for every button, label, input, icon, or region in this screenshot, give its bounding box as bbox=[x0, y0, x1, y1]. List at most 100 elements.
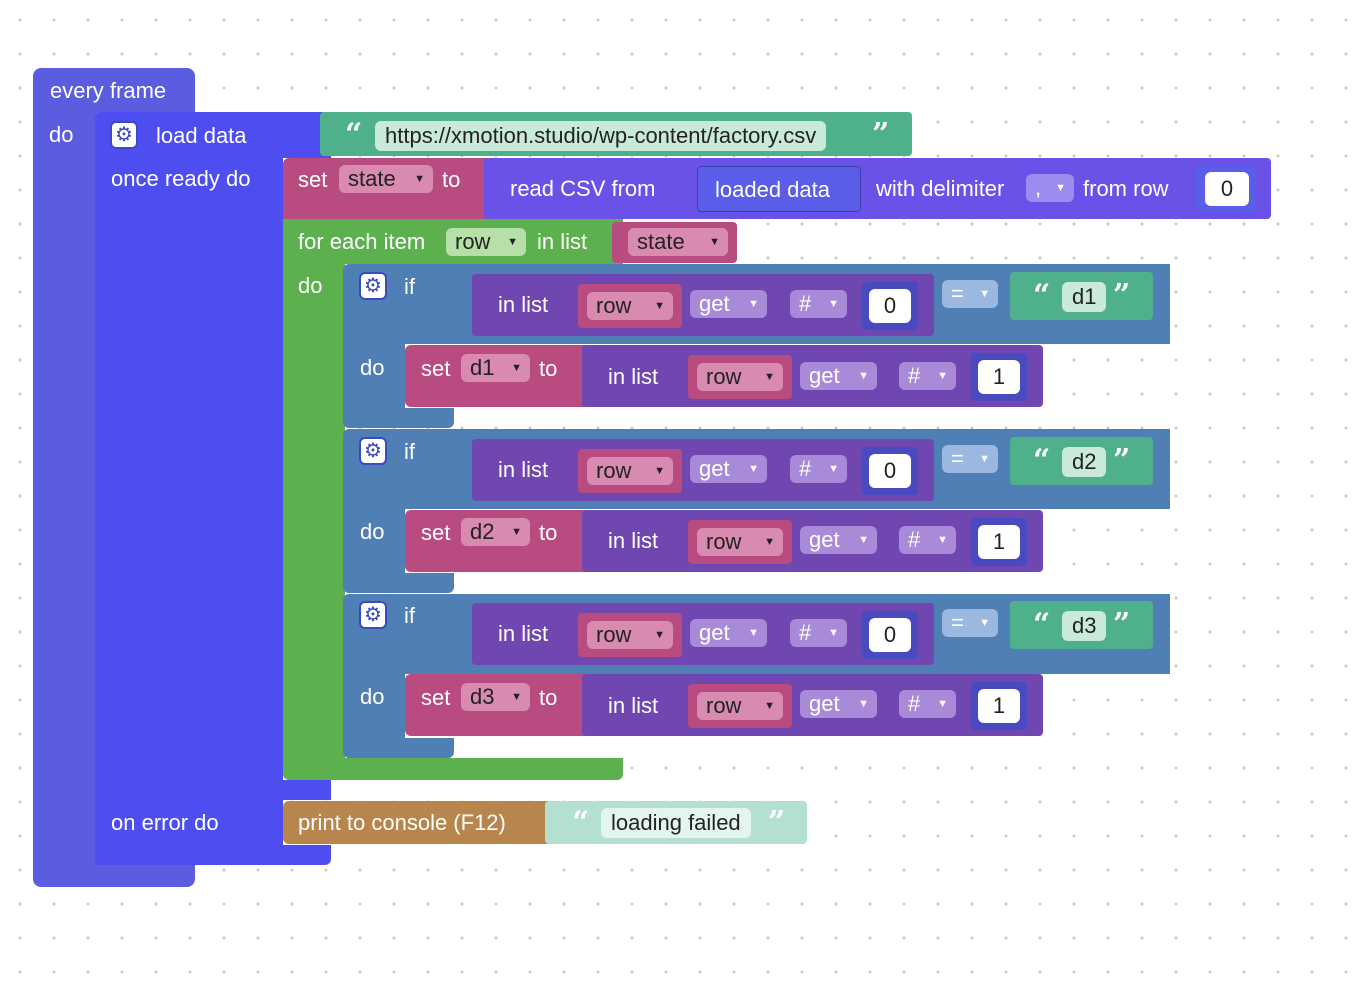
set-label: set bbox=[421, 685, 451, 710]
value-in-list-label: in list bbox=[608, 364, 659, 389]
chevron-down-icon: ▼ bbox=[764, 700, 775, 712]
in-list-label: in list bbox=[498, 621, 549, 646]
compare-text-field[interactable]: d1 bbox=[1062, 282, 1107, 312]
index-type-value: # bbox=[799, 291, 812, 316]
index-type-dropdown[interactable]: #▼ bbox=[790, 455, 847, 483]
row-getter-value: row bbox=[596, 293, 632, 318]
value-index-input[interactable]: 1 bbox=[978, 360, 1020, 394]
loop-variable-dropdown[interactable]: row ▼ bbox=[446, 228, 526, 256]
value-get-mode-dropdown[interactable]: get▼ bbox=[800, 362, 877, 390]
index-type-dropdown[interactable]: #▼ bbox=[790, 290, 847, 318]
value-index-input[interactable]: 1 bbox=[978, 689, 1020, 723]
index-type-value: # bbox=[799, 456, 812, 481]
if-label: if bbox=[404, 603, 415, 628]
read-csv-block[interactable] bbox=[484, 158, 1271, 219]
value-get-mode-value: get bbox=[809, 363, 840, 388]
value-index-type-dropdown[interactable]: #▼ bbox=[899, 362, 956, 390]
value-row-getter-value: row bbox=[706, 529, 742, 554]
every-frame-footer bbox=[33, 865, 195, 887]
chevron-down-icon: ▼ bbox=[858, 698, 869, 710]
state-getter-dropdown[interactable]: state ▼ bbox=[628, 228, 728, 256]
index-type-dropdown[interactable]: #▼ bbox=[790, 619, 847, 647]
every-frame-do-label: do bbox=[49, 122, 74, 147]
chevron-down-icon: ▼ bbox=[654, 465, 665, 477]
compare-text-field[interactable]: d3 bbox=[1062, 611, 1107, 641]
open-quote-icon: “ bbox=[1033, 443, 1051, 478]
open-quote-icon: “ bbox=[572, 805, 590, 840]
url-field[interactable]: https://xmotion.studio/wp-content/factor… bbox=[375, 121, 827, 151]
every-frame-label: every frame bbox=[50, 78, 167, 103]
error-message-field[interactable]: loading failed bbox=[601, 808, 751, 838]
row-getter-value: row bbox=[596, 458, 632, 483]
if-block-spine bbox=[343, 507, 405, 577]
value-row-getter-dropdown[interactable]: row▼ bbox=[697, 363, 783, 391]
set-target-dropdown[interactable]: d3▼ bbox=[461, 683, 530, 711]
in-list-label: in list bbox=[498, 457, 549, 482]
from-row-input[interactable]: 0 bbox=[1205, 172, 1249, 206]
delimiter-dropdown[interactable]: , ▼ bbox=[1026, 174, 1074, 202]
index-input[interactable]: 0 bbox=[869, 618, 911, 652]
value-index-input[interactable]: 1 bbox=[978, 525, 1020, 559]
value-get-mode-value: get bbox=[809, 527, 840, 552]
loop-variable-value: row bbox=[455, 229, 491, 254]
every-frame-block[interactable] bbox=[33, 68, 195, 113]
value-row-getter-dropdown[interactable]: row▼ bbox=[697, 528, 783, 556]
value-get-mode-dropdown[interactable]: get ▼ bbox=[800, 526, 877, 554]
set-target-dropdown[interactable]: d1▼ bbox=[461, 354, 530, 382]
close-quote-icon: ” bbox=[768, 805, 786, 840]
load-data-label: load data bbox=[156, 123, 247, 148]
row-getter-dropdown[interactable]: row▼ bbox=[587, 621, 673, 649]
index-input[interactable]: 0 bbox=[869, 454, 911, 488]
value-get-mode-value: get bbox=[809, 691, 840, 716]
set-label: set bbox=[421, 356, 451, 381]
state-variable-value: state bbox=[348, 166, 396, 191]
get-mode-dropdown[interactable]: get▼ bbox=[690, 290, 767, 318]
value-get-mode-dropdown[interactable]: get ▼ bbox=[800, 690, 877, 718]
print-console-block[interactable] bbox=[283, 801, 558, 844]
value-row-getter-value: row bbox=[706, 693, 742, 718]
compare-operator-dropdown[interactable]: =▼ bbox=[942, 609, 998, 637]
row-getter-dropdown[interactable]: row ▼ bbox=[587, 457, 673, 485]
compare-operator-dropdown[interactable]: =▼ bbox=[942, 280, 998, 308]
if-gear-icon[interactable]: ⚙ bbox=[359, 272, 387, 300]
loaded-data-block[interactable] bbox=[697, 166, 861, 212]
chevron-down-icon: ▼ bbox=[511, 691, 522, 703]
if-do-label: do bbox=[360, 519, 385, 544]
value-row-getter-dropdown[interactable]: row ▼ bbox=[697, 692, 783, 720]
delimiter-value: , bbox=[1035, 175, 1042, 200]
compare-text-field[interactable]: d2 bbox=[1062, 447, 1107, 477]
get-mode-dropdown[interactable]: get▼ bbox=[690, 619, 767, 647]
for-each-in-list-label: in list bbox=[537, 229, 588, 254]
chevron-down-icon: ▼ bbox=[414, 173, 425, 185]
value-index-type-dropdown[interactable]: #▼ bbox=[899, 690, 956, 718]
chevron-down-icon: ▼ bbox=[858, 534, 869, 546]
value-in-list-label: in list bbox=[608, 528, 659, 553]
set-label: set bbox=[421, 520, 451, 545]
open-quote-icon: “ bbox=[1033, 278, 1051, 313]
if-do-label: do bbox=[360, 684, 385, 709]
if-gear-icon[interactable]: ⚙ bbox=[359, 437, 387, 465]
chevron-down-icon: ▼ bbox=[709, 236, 720, 248]
compare-operator-value: = bbox=[951, 281, 964, 306]
value-index-type-dropdown[interactable]: #▼ bbox=[899, 526, 956, 554]
set-target-dropdown[interactable]: d2▼ bbox=[461, 518, 530, 546]
row-getter-dropdown[interactable]: row ▼ bbox=[587, 292, 673, 320]
get-mode-value: get bbox=[699, 291, 730, 316]
chevron-down-icon: ▼ bbox=[654, 300, 665, 312]
compare-operator-dropdown[interactable]: =▼ bbox=[942, 445, 998, 473]
chevron-down-icon: ▼ bbox=[979, 288, 990, 300]
from-row-label: from row bbox=[1083, 176, 1169, 201]
set-to-label: to bbox=[539, 685, 558, 710]
print-console-label: print to console (F12) bbox=[298, 810, 506, 835]
state-variable-dropdown[interactable]: state ▼ bbox=[339, 165, 433, 193]
index-input[interactable]: 0 bbox=[869, 289, 911, 323]
if-block-footer bbox=[343, 573, 454, 593]
if-gear-icon[interactable]: ⚙ bbox=[359, 601, 387, 629]
value-index-type-value: # bbox=[908, 691, 921, 716]
if-block-footer bbox=[343, 408, 454, 428]
close-quote-icon: ” bbox=[1113, 607, 1131, 642]
load-data-gear-icon[interactable]: ⚙ bbox=[110, 121, 138, 149]
chevron-down-icon: ▼ bbox=[937, 370, 948, 382]
get-mode-dropdown[interactable]: get▼ bbox=[690, 455, 767, 483]
load-data-ready-bottom bbox=[283, 780, 331, 800]
